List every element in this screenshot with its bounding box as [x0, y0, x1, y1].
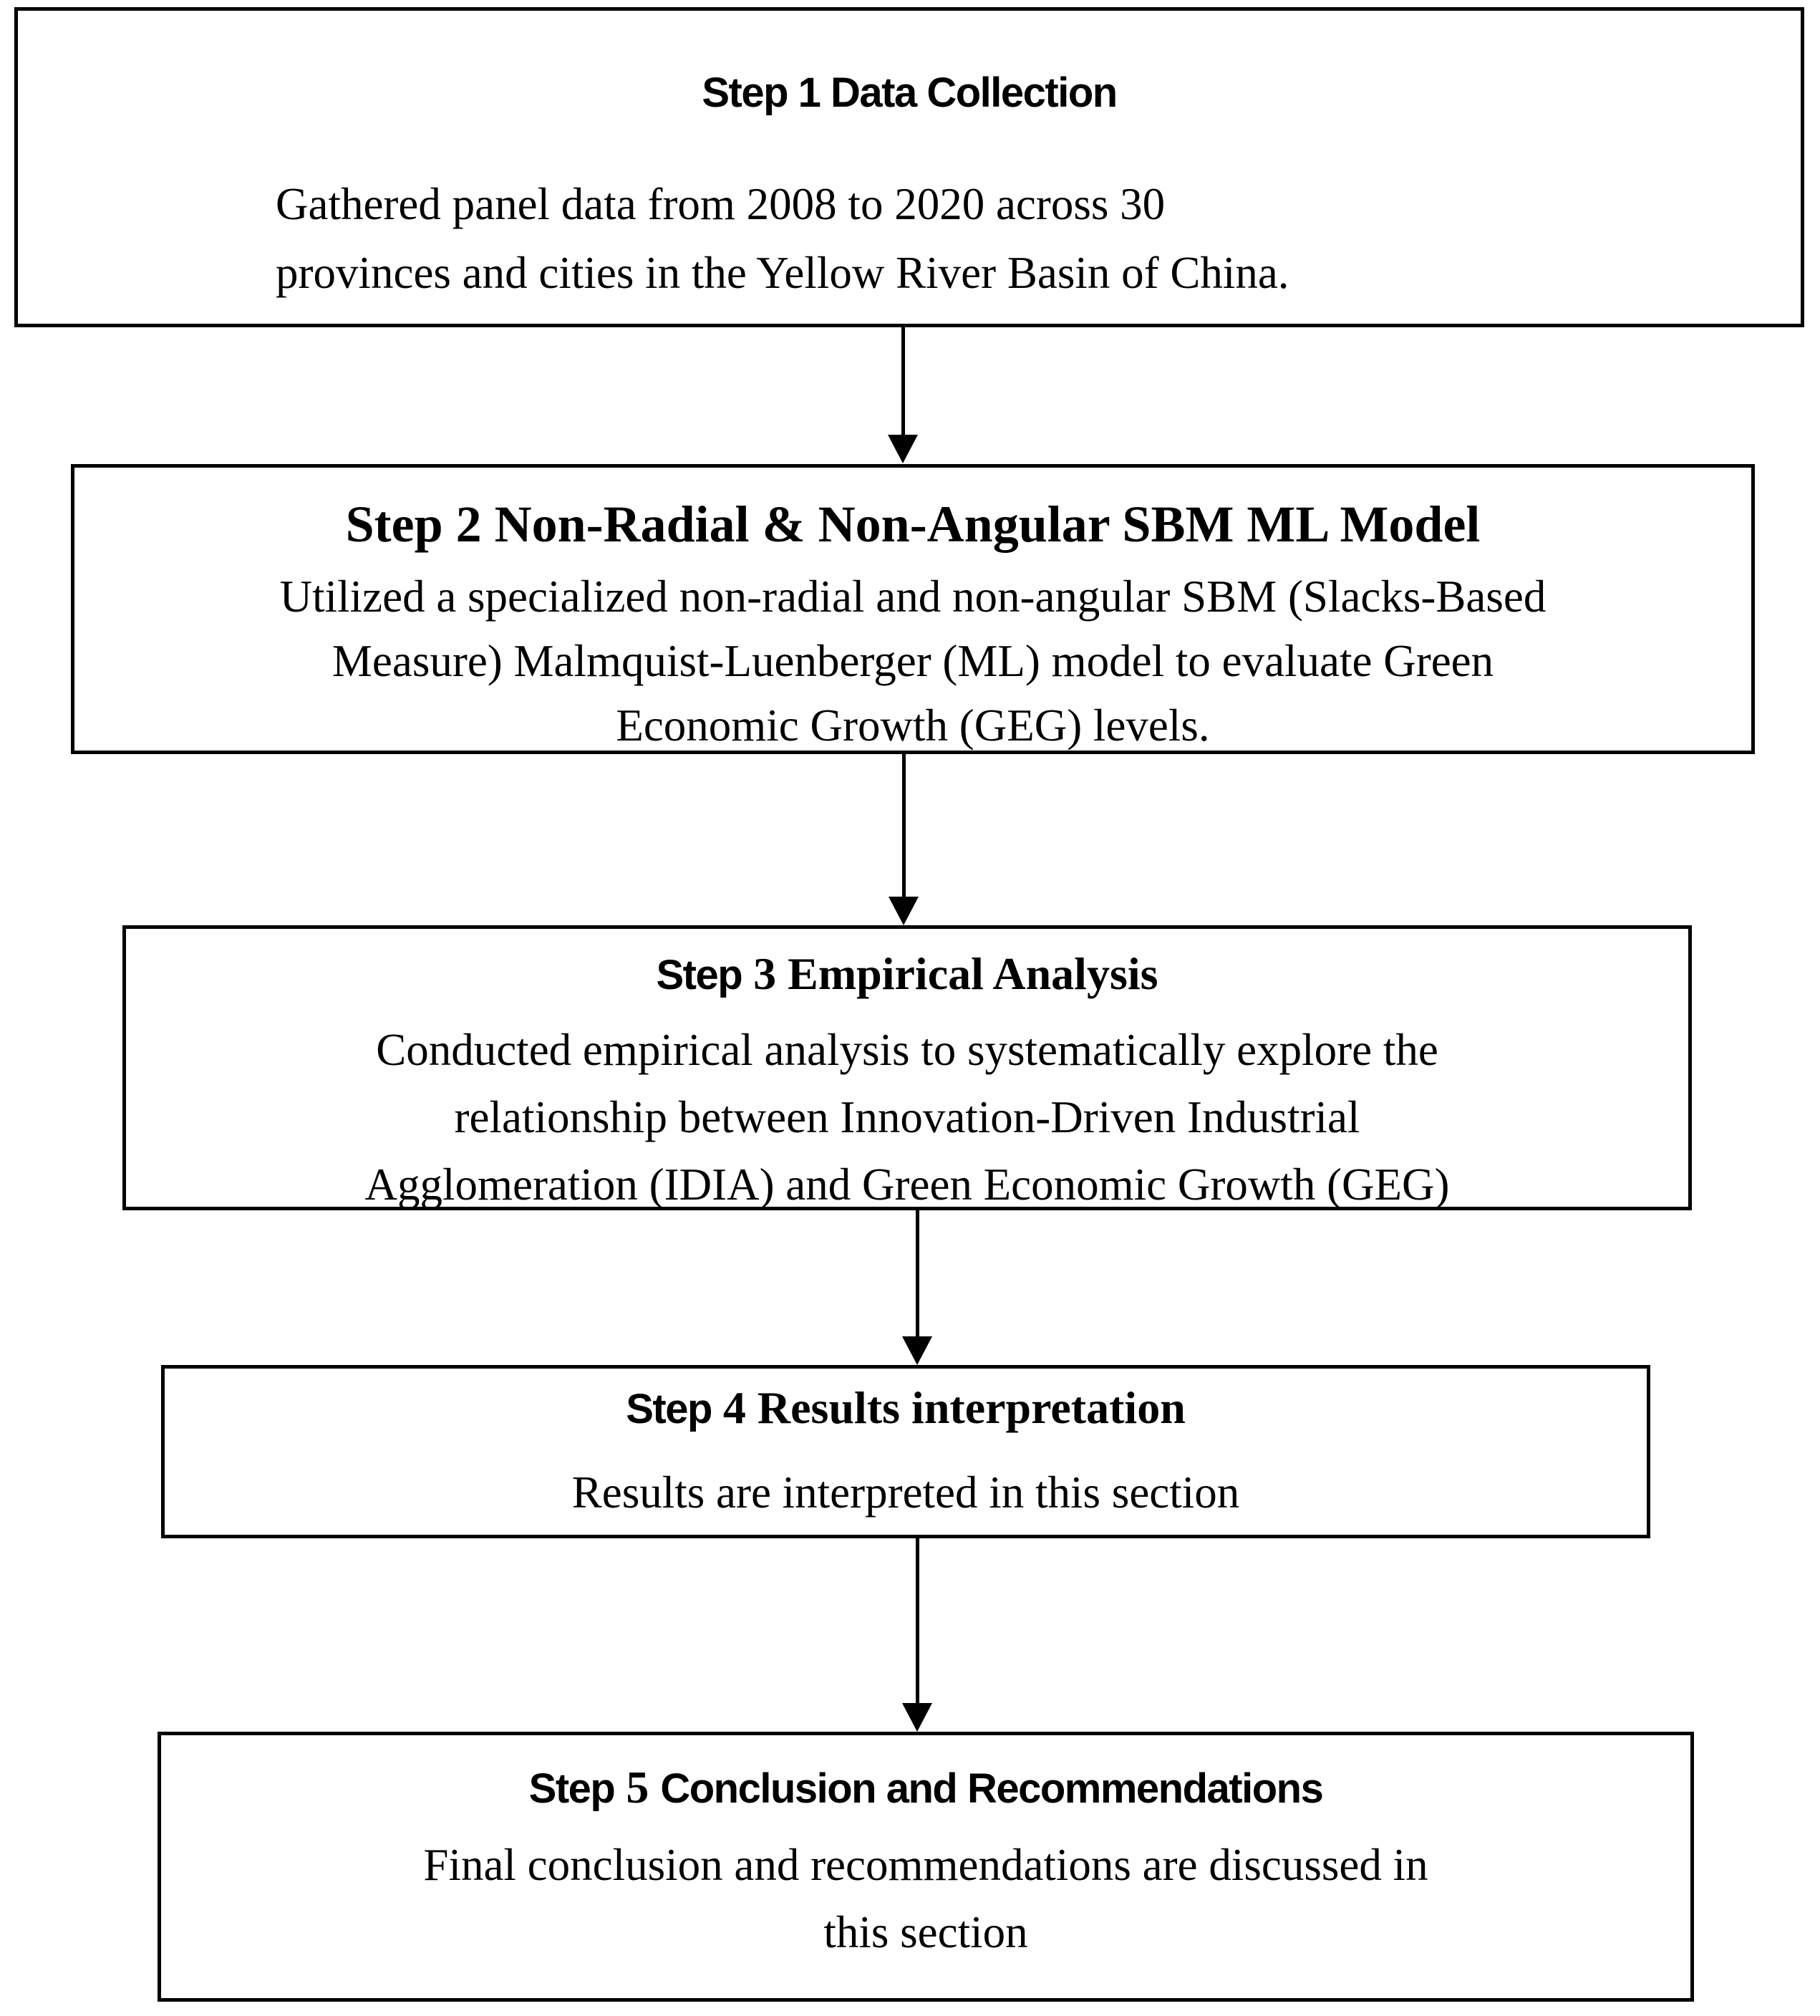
- step-5-title-part-serif: 5: [614, 1762, 661, 1813]
- step-5-title-part-sans2: Conclusion and Recommendations: [660, 1765, 1324, 1812]
- step-2-title: Step 2 Non-Radial & Non-Angular SBM ML M…: [346, 496, 1481, 553]
- arrow-line: [901, 327, 905, 435]
- flow-arrow-2: [888, 754, 919, 925]
- step-4-body: Results are interpreted in this section: [571, 1467, 1240, 1518]
- step-4-title-part-serif: 4 Results interpretation: [711, 1382, 1186, 1433]
- arrow-down-icon: [902, 1703, 932, 1732]
- step-3-box: Step 3 Empirical Analysis Conducted empi…: [122, 925, 1692, 1210]
- step-1-title: Step 1 Data Collection: [702, 67, 1118, 117]
- step-3-title: Step 3 Empirical Analysis: [656, 948, 1158, 999]
- arrow-down-icon: [902, 1336, 932, 1365]
- arrow-line: [915, 1210, 919, 1336]
- step-4-box: Step 4 Results interpretation Results ar…: [161, 1365, 1650, 1538]
- step-3-title-part-sans: Step: [656, 952, 742, 998]
- flow-arrow-3: [901, 1210, 933, 1365]
- step-1-body: Gathered panel data from 2008 to 2020 ac…: [276, 179, 1289, 299]
- step-5-title: Step 5 Conclusion and Recommendations: [528, 1762, 1324, 1813]
- flow-arrow-1: [887, 327, 919, 463]
- step-2-body: Utilized a specialized non-radial and no…: [279, 571, 1546, 751]
- step-5-body: Final conclusion and recommendations are…: [423, 1840, 1428, 1958]
- step-3-body: Conducted empirical analysis to systemat…: [364, 1025, 1450, 1210]
- step-4-title-part-sans: Step: [626, 1386, 712, 1432]
- arrow-line: [915, 1538, 919, 1703]
- arrow-down-icon: [888, 435, 918, 463]
- step-2-title-part-serif: Step 2 Non-Radial & Non-Angular SBM ML M…: [345, 496, 1481, 553]
- step-5-title-part-sans: Step: [528, 1765, 616, 1812]
- arrow-down-icon: [889, 897, 919, 925]
- step-1-title-part-sans: Step 1 Data Collection: [702, 69, 1118, 116]
- arrow-line: [901, 754, 906, 897]
- step-5-box: Step 5 Conclusion and Recommendations Fi…: [158, 1732, 1694, 2002]
- step-2-box: Step 2 Non-Radial & Non-Angular SBM ML M…: [71, 464, 1755, 754]
- step-1-box: Step 1 Data Collection Gathered panel da…: [14, 7, 1804, 327]
- step-3-title-part-serif: 3 Empirical Analysis: [742, 948, 1158, 999]
- step-4-title: Step 4 Results interpretation: [626, 1382, 1186, 1433]
- flow-arrow-4: [901, 1538, 933, 1732]
